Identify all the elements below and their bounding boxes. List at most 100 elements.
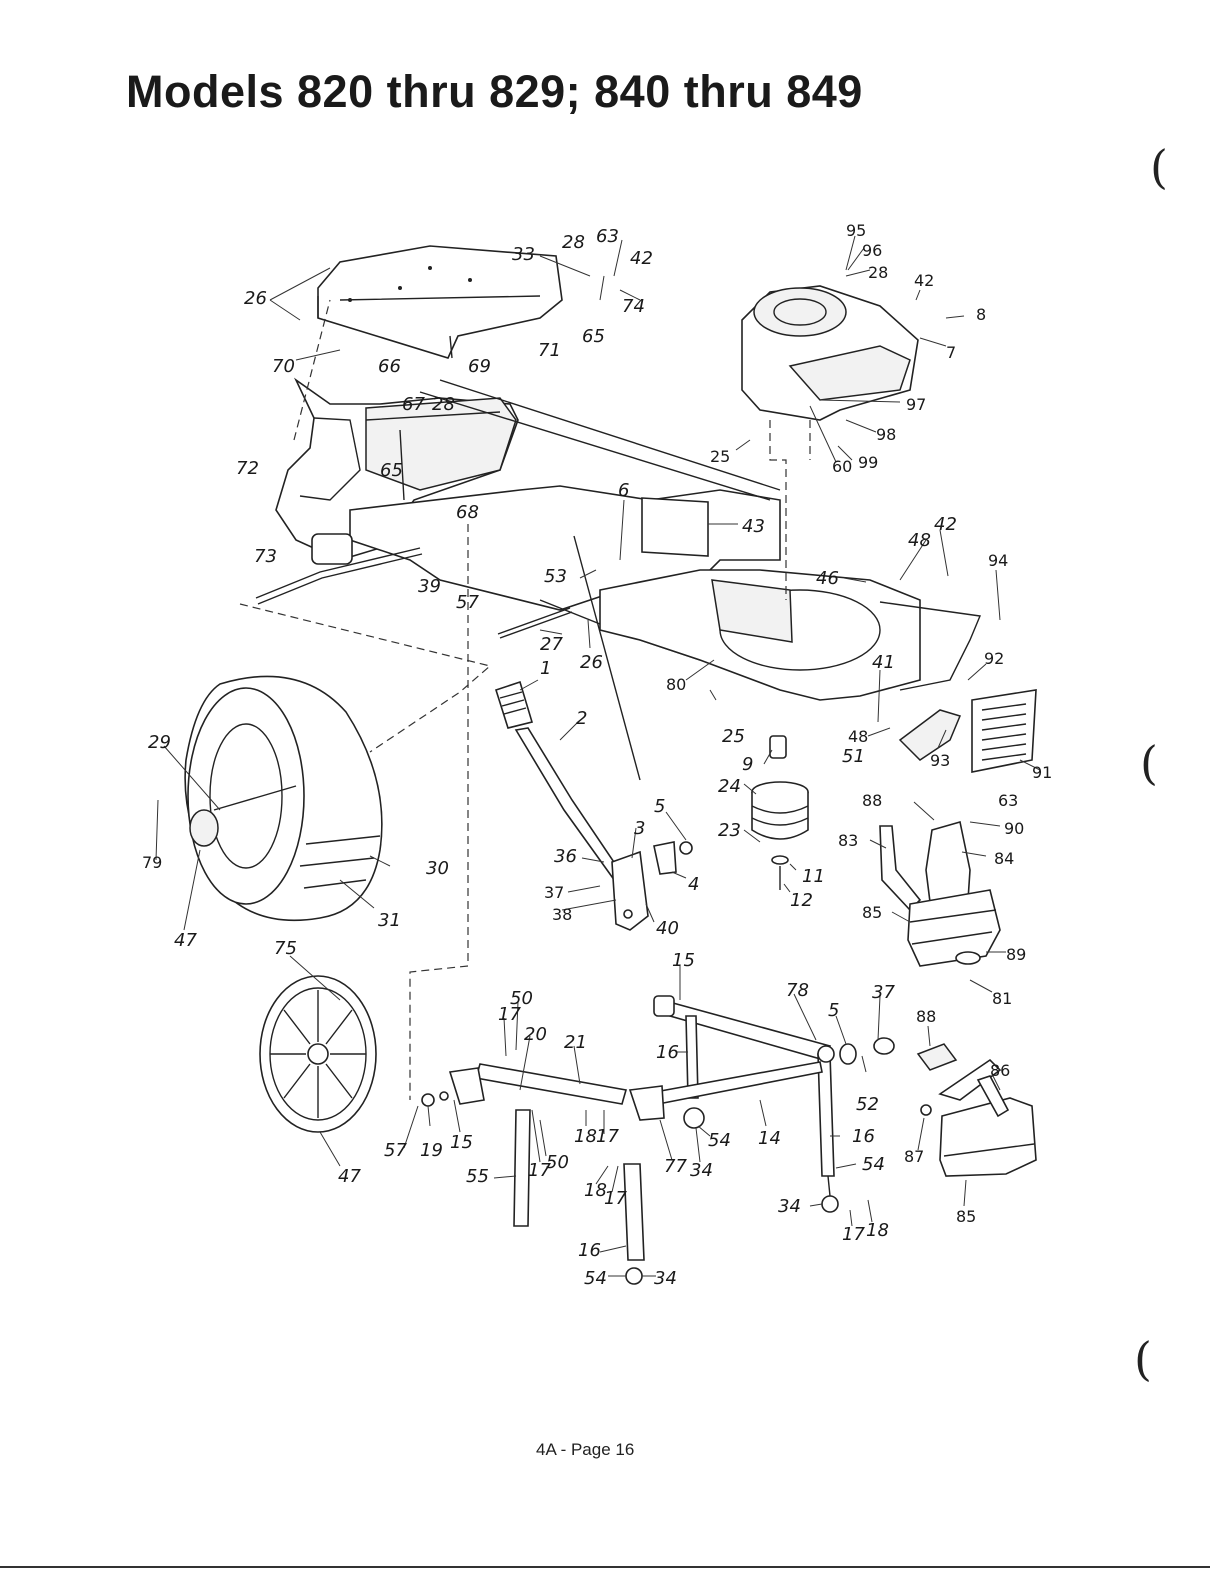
callout-label: 25: [722, 726, 745, 747]
page-title: Models 820 thru 829; 840 thru 849: [126, 66, 863, 117]
callout-label: 1: [540, 658, 551, 679]
callout-label: 38: [552, 905, 572, 924]
callout-label: 53: [544, 566, 567, 587]
callout-label: 26: [244, 288, 267, 309]
callout-label: 68: [456, 502, 479, 523]
engine-shroud-part: [741, 285, 919, 600]
callout-label: 73: [254, 546, 277, 567]
pulley-part: [751, 735, 809, 890]
callout-label: 24: [718, 776, 741, 797]
callout-label: 41: [872, 652, 895, 673]
callout-label: 3: [634, 818, 645, 839]
muffler-pipe-part: [879, 820, 1001, 967]
callout-label: 57: [456, 592, 479, 613]
callout-label: 23: [718, 820, 741, 841]
callout-label: 34: [654, 1268, 677, 1289]
muffler-lower-part: [916, 1043, 1037, 1177]
callout-label: 17: [498, 1004, 521, 1025]
callout-label: 65: [380, 460, 403, 481]
callout-label: 46: [816, 568, 839, 589]
callout-label: 4: [688, 874, 699, 895]
callout-label: 95: [846, 221, 866, 240]
callout-label: 29: [148, 732, 171, 753]
callout-label: 86: [990, 1061, 1010, 1080]
callout-label: 5: [828, 1000, 839, 1021]
callout-label: 17: [528, 1160, 551, 1181]
callout-label: 88: [916, 1007, 936, 1026]
callout-label: 60: [832, 457, 852, 476]
callout-label: 16: [852, 1126, 875, 1147]
callout-label: 50: [546, 1152, 569, 1173]
callout-label: 42: [934, 514, 957, 535]
callout-label: 71: [538, 340, 561, 361]
callout-label: 99: [858, 453, 878, 472]
callout-label: 78: [786, 980, 809, 1001]
callout-label: 6: [618, 480, 629, 501]
callout-label: 8: [976, 305, 986, 324]
margin-mark: (: [1140, 736, 1158, 790]
callout-label: 27: [540, 634, 563, 655]
callout-label: 15: [672, 950, 695, 971]
lever-part: [495, 535, 693, 931]
callout-label: 17: [604, 1188, 627, 1209]
callout-label: 34: [690, 1160, 713, 1181]
callout-label: 74: [622, 296, 645, 317]
callout-label: 54: [708, 1130, 731, 1151]
callout-label: 55: [466, 1166, 489, 1187]
callout-label: 54: [584, 1268, 607, 1289]
callout-label: 9: [742, 754, 753, 775]
callout-label: 91: [1032, 763, 1052, 782]
callout-label: 85: [862, 903, 882, 922]
callout-label: 21: [564, 1032, 587, 1053]
callout-label: 25: [710, 447, 730, 466]
callout-label: 87: [904, 1147, 924, 1166]
callout-label: 7: [946, 343, 956, 362]
callout-label: 63: [596, 226, 619, 247]
callout-label: 18: [574, 1126, 597, 1147]
callout-label: 75: [274, 938, 297, 959]
callout-label: 15: [450, 1132, 473, 1153]
callout-label: 37: [544, 883, 564, 902]
callout-label: 52: [856, 1094, 879, 1115]
callout-label: 42: [914, 271, 934, 290]
callout-label: 85: [956, 1207, 976, 1226]
callout-label: 93: [930, 751, 950, 770]
rear-tire-part: [184, 675, 383, 922]
callout-label: 83: [838, 831, 858, 850]
callout-label: 96: [862, 241, 882, 260]
fender-part: [275, 377, 519, 561]
callout-label: 66: [378, 356, 401, 377]
callout-label: 47: [338, 1166, 361, 1187]
callout-label: 92: [984, 649, 1004, 668]
callout-label: 18: [584, 1180, 607, 1201]
grille-part: [898, 689, 1037, 773]
callout-label: 19: [420, 1140, 443, 1161]
callout-label: 2: [576, 708, 587, 729]
callout-label: 63: [998, 791, 1018, 810]
callout-label: 79: [142, 853, 162, 872]
callout-label: 65: [582, 326, 605, 347]
callout-label: 70: [272, 356, 295, 377]
callout-label: 98: [876, 425, 896, 444]
callout-label: 50: [510, 988, 533, 1009]
callout-label: 28: [432, 394, 455, 415]
main-frame-part: [349, 379, 981, 701]
callout-label: 40: [656, 918, 679, 939]
callout-label: 39: [418, 576, 441, 597]
seat-pan-part: [317, 245, 563, 359]
callout-label: 5: [654, 796, 665, 817]
callout-label: 69: [468, 356, 491, 377]
callout-label: 42: [630, 248, 653, 269]
callout-label: 37: [872, 982, 895, 1003]
callout-label: 67: [402, 394, 425, 415]
callout-label: 30: [426, 858, 449, 879]
margin-mark: (: [1150, 140, 1168, 194]
callout-label: 48: [848, 727, 868, 746]
callout-label: 17: [596, 1126, 619, 1147]
callout-label: 26: [580, 652, 603, 673]
callout-label: 36: [554, 846, 577, 867]
callout-label: 28: [868, 263, 888, 282]
callout-label: 34: [778, 1196, 801, 1217]
callout-leaders: [155, 235, 1041, 1277]
